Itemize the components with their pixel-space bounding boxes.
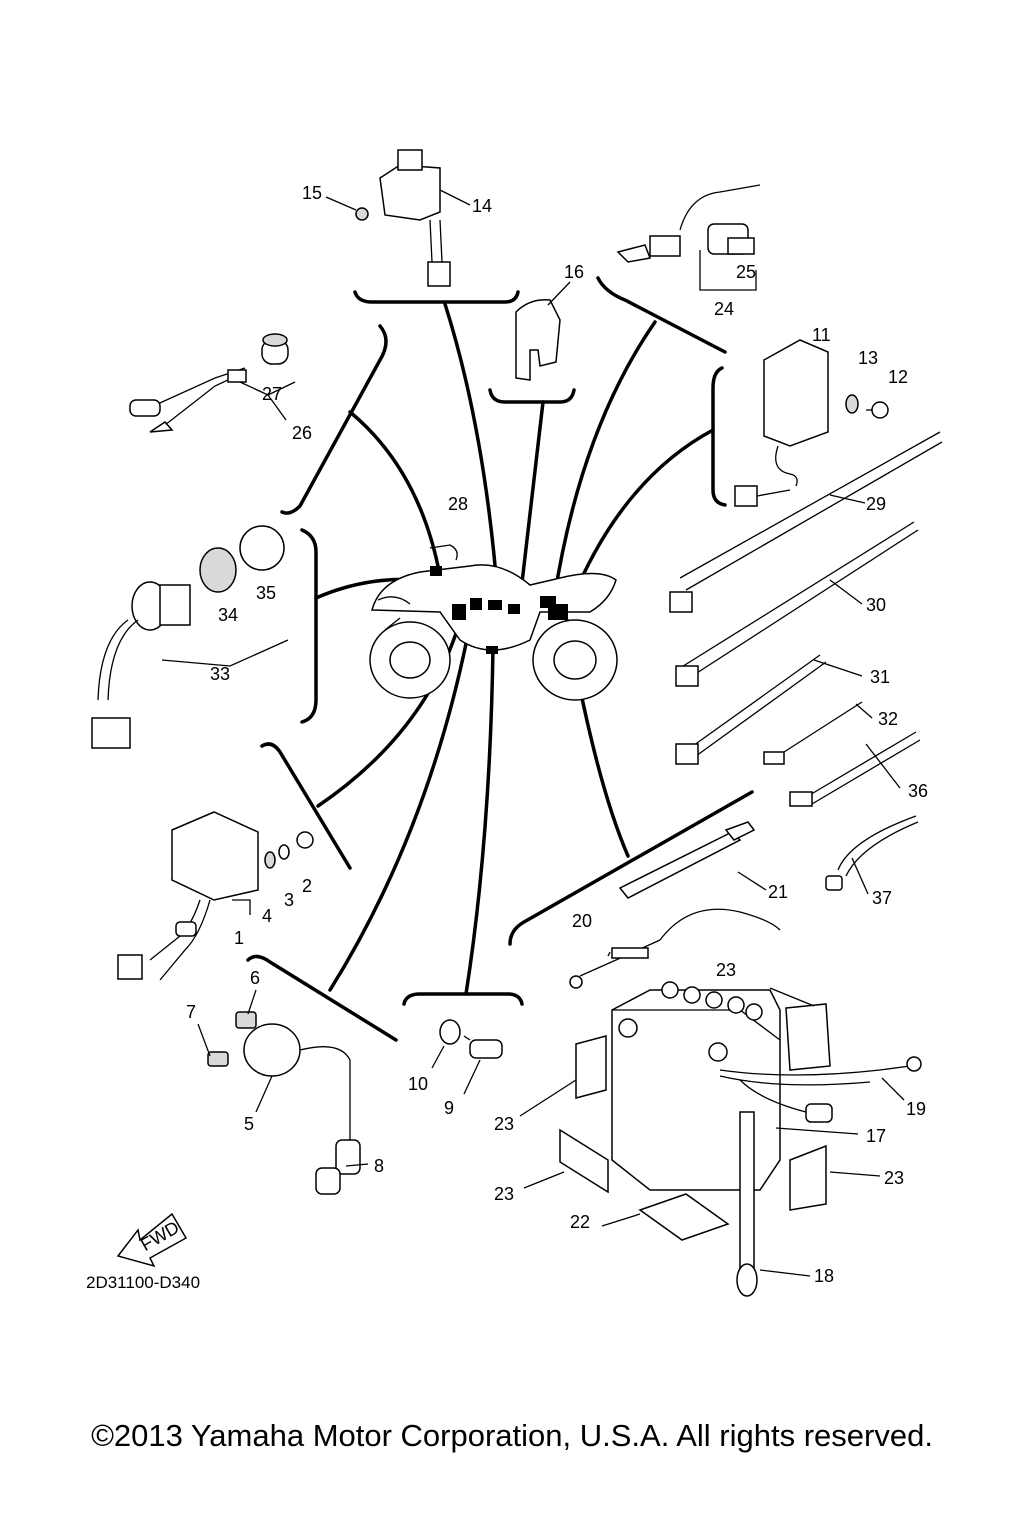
group-brackets (246, 276, 754, 1042)
battery-17 (559, 908, 922, 1297)
callout: 23 (716, 960, 736, 980)
callout-numbers: 1 2 3 4 5 6 7 8 9 10 11 12 13 14 15 16 1… (186, 183, 928, 1286)
callout: 8 (374, 1156, 384, 1176)
callout: 23 (494, 1114, 514, 1134)
callout: 22 (570, 1212, 590, 1232)
callout: 18 (814, 1266, 834, 1286)
callout: 13 (858, 348, 878, 368)
label-leaders (161, 381, 905, 1277)
callout: 17 (866, 1126, 886, 1146)
callout: 24 (714, 299, 734, 319)
callout: 10 (408, 1074, 428, 1094)
callout: 32 (878, 709, 898, 729)
callout: 6 (250, 968, 260, 988)
fwd-arrow-icon: FWD (116, 1212, 188, 1268)
callout: 1 (234, 928, 244, 948)
callout: 5 (244, 1114, 254, 1134)
main-switch-33 (91, 525, 285, 749)
ignition-coil-24 (616, 184, 761, 291)
callout: 9 (444, 1098, 454, 1118)
callout: 2 (302, 876, 312, 896)
copyright-notice: ©2013 Yamaha Motor Corporation, U.S.A. A… (91, 1418, 933, 1453)
cdi-unit-1 (117, 811, 314, 981)
callout: 37 (872, 888, 892, 908)
callout: 29 (866, 494, 886, 514)
callout: 25 (736, 262, 756, 282)
callout: 23 (494, 1184, 514, 1204)
callout: 26 (292, 423, 312, 443)
callout: 20 (572, 911, 592, 931)
callout: 14 (472, 196, 492, 216)
switch-9 (439, 1019, 503, 1059)
callout: 31 (870, 667, 890, 687)
cable-bands (669, 431, 943, 891)
callout: 35 (256, 583, 276, 603)
cover-16 (515, 281, 571, 381)
callout: 19 (906, 1099, 926, 1119)
rectifier-11 (734, 339, 889, 507)
callout: 15 (302, 183, 322, 203)
callout: 11 (812, 325, 831, 345)
callout: 4 (262, 906, 272, 926)
callout: 27 (262, 384, 282, 404)
atv-vehicle (369, 544, 618, 701)
callout: 7 (186, 1002, 196, 1022)
callout: 28 (448, 494, 468, 514)
callout: 16 (564, 262, 584, 282)
callout: 3 (284, 890, 294, 910)
callout: 33 (210, 664, 230, 684)
battery-band-21 (618, 821, 756, 899)
diagram-code: 2D31100-D340 (86, 1273, 200, 1292)
callout: 30 (866, 595, 886, 615)
starter-relay-14 (325, 149, 471, 287)
callout: 36 (908, 781, 928, 801)
callout: 23 (884, 1168, 904, 1188)
lead-26 (129, 333, 289, 433)
callout: 21 (768, 882, 788, 902)
callout: 12 (888, 367, 908, 387)
sensor-5 (207, 1011, 361, 1195)
callout: 34 (218, 605, 238, 625)
